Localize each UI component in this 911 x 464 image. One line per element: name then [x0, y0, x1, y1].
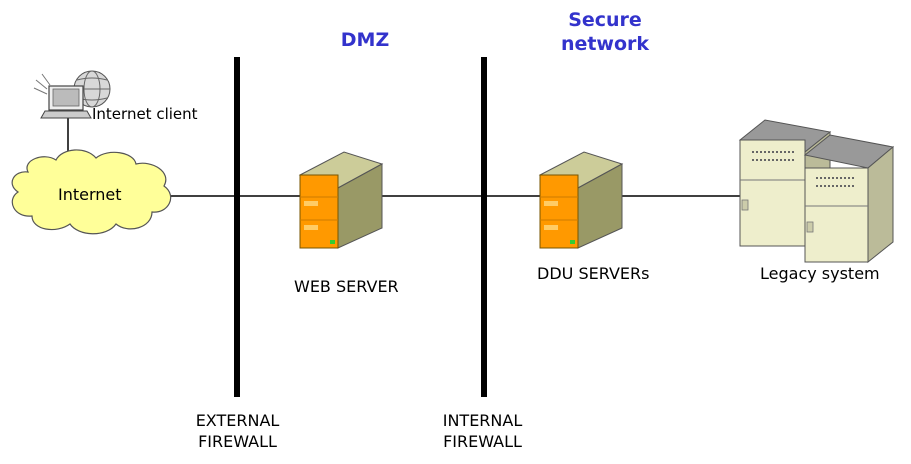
ddu-servers-label: DDU SERVERs: [537, 264, 650, 283]
legacy-system-icon: [738, 119, 895, 264]
internet-label: Internet: [58, 185, 122, 204]
secure-network-line2: network: [560, 33, 650, 55]
internal-firewall-bar: [481, 57, 487, 397]
internet-cloud-icon: [11, 149, 172, 235]
legacy-system-label: Legacy system: [760, 264, 880, 283]
secure-network-line1: Secure: [568, 9, 642, 31]
internet-client-label: Internet client: [92, 105, 198, 123]
internet-client-icon: [33, 70, 111, 119]
internal-firewall-line2: FIREWALL: [443, 432, 522, 451]
ddu-server-icon: [538, 151, 624, 249]
secure-network-zone-label: Secure network: [550, 8, 660, 56]
internal-firewall-line1: INTERNAL: [442, 411, 523, 430]
external-firewall-line1: EXTERNAL: [195, 411, 280, 430]
web-server-label: WEB SERVER: [294, 277, 399, 296]
external-firewall-label: EXTERNAL FIREWALL: [180, 410, 295, 452]
internal-firewall-label: INTERNAL FIREWALL: [425, 410, 540, 452]
external-firewall-line2: FIREWALL: [198, 432, 277, 451]
web-server-icon: [298, 151, 384, 249]
dmz-zone-label: DMZ: [340, 29, 390, 51]
external-firewall-bar: [234, 57, 240, 397]
